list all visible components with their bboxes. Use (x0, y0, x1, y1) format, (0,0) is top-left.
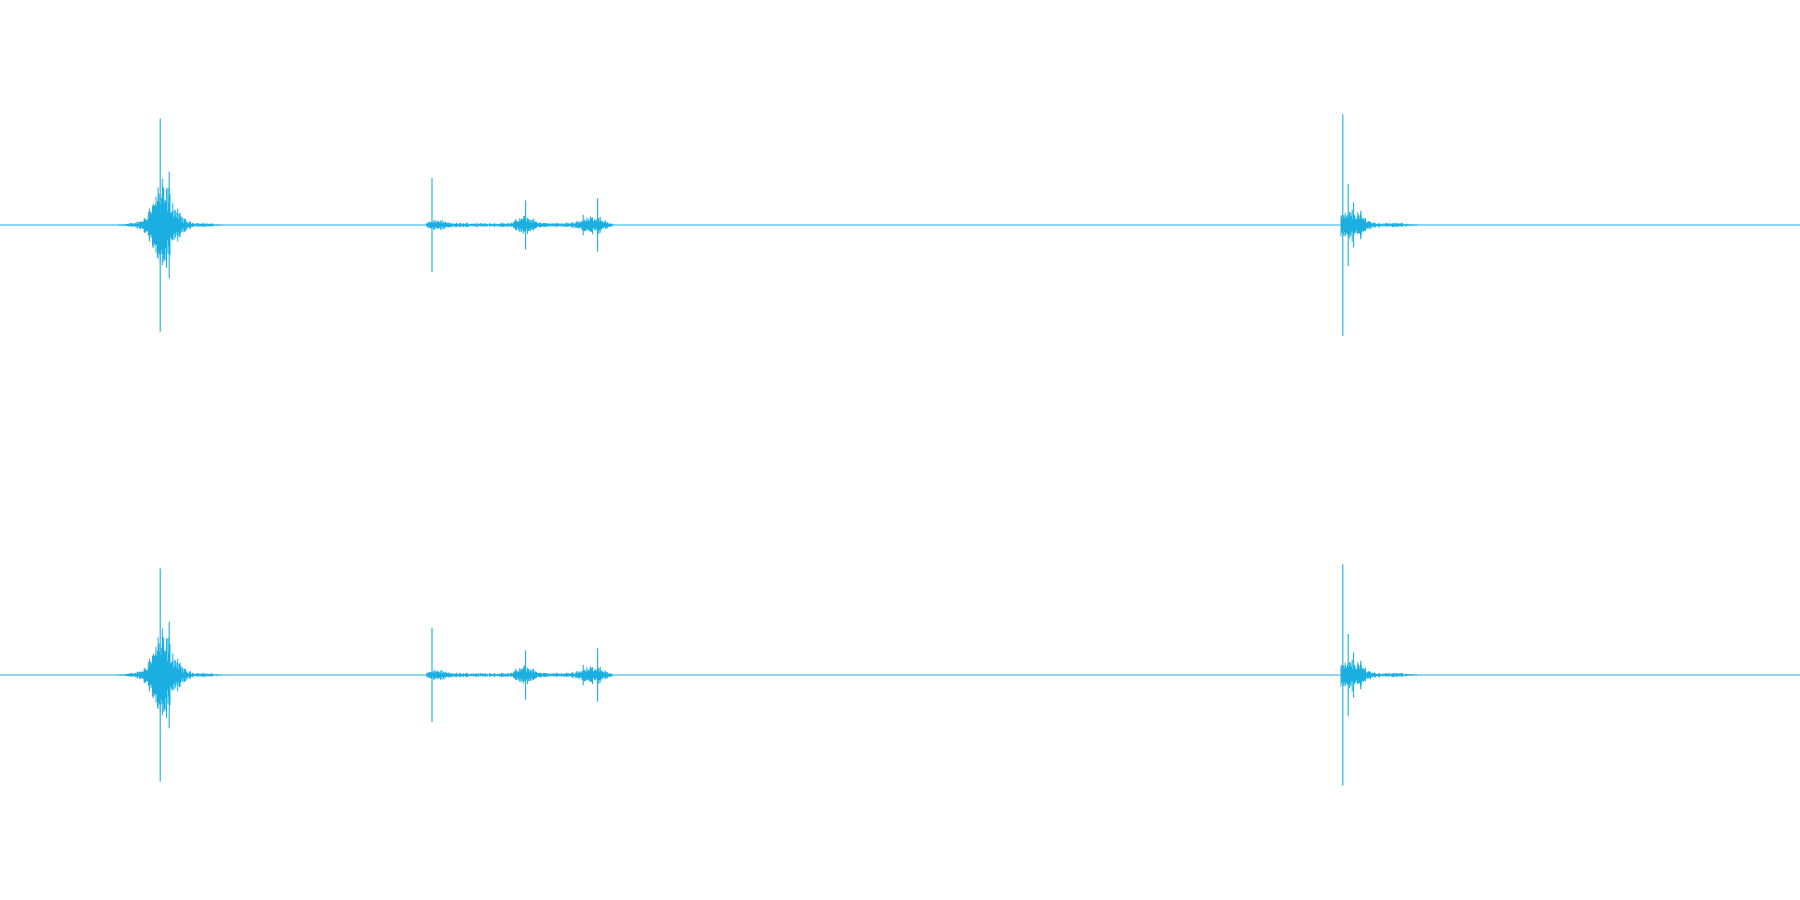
waveform-burst (109, 118, 231, 332)
waveform-burst-body (426, 215, 624, 235)
waveform-burst-body (1340, 209, 1426, 242)
waveform-burst-body (109, 628, 231, 718)
waveform-burst-body (426, 665, 624, 685)
channel-2-waveform (0, 564, 1800, 786)
channel-1-waveform (0, 114, 1800, 336)
waveform-burst (426, 627, 624, 723)
waveform-burst (109, 568, 231, 782)
waveform-burst-body (1340, 659, 1426, 692)
waveform-burst (1340, 114, 1426, 336)
waveform-burst-body (109, 178, 231, 268)
waveform-burst (1340, 564, 1426, 786)
waveform-burst (426, 177, 624, 273)
